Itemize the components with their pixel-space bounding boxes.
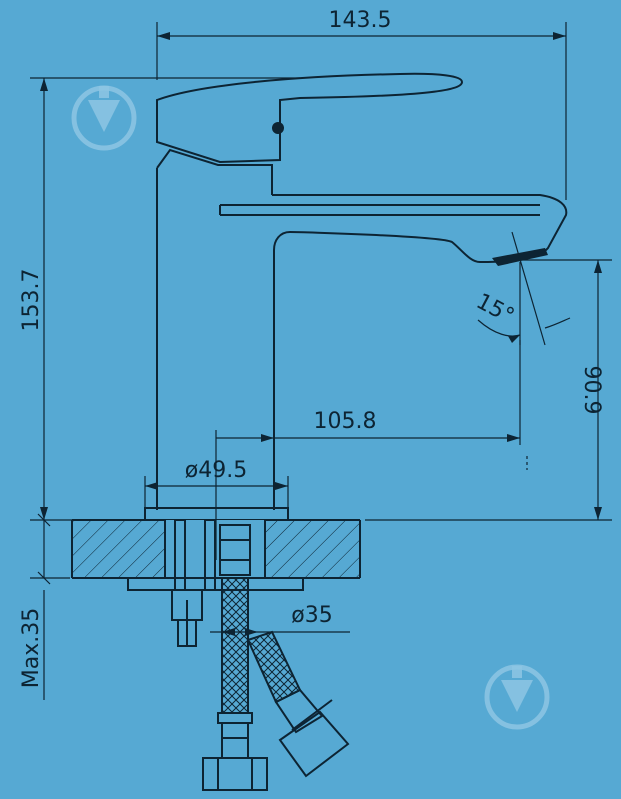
counter-thickness-label: Max.35 xyxy=(19,608,44,688)
overall-height-label: 153.7 xyxy=(19,269,44,332)
handle-screw xyxy=(272,122,284,134)
dimension-overall-width: 143.5 xyxy=(156,8,567,200)
spout-height-label: 90.9 xyxy=(579,366,604,415)
overall-width-label: 143.5 xyxy=(329,8,392,33)
spout-angle-label: 15° xyxy=(472,289,518,329)
dimension-spout-height: 90.9 xyxy=(365,259,612,521)
mounting-hardware xyxy=(127,430,304,647)
dimension-spout-reach: 105.8 xyxy=(216,340,528,470)
flexible-hoses xyxy=(202,520,350,791)
watermark-logo-bottom xyxy=(484,664,550,730)
dimension-overall-height: 153.7 xyxy=(19,77,300,520)
watermark-logo-top xyxy=(71,85,137,151)
dimension-spout-angle: 15° xyxy=(472,231,571,346)
aerator xyxy=(492,248,548,266)
hose-diameter-label: ø35 xyxy=(291,603,332,628)
faucet-body xyxy=(144,72,568,521)
dimension-counter-thickness: Max.35 xyxy=(19,513,145,700)
spout-reach-label: 105.8 xyxy=(314,409,377,434)
